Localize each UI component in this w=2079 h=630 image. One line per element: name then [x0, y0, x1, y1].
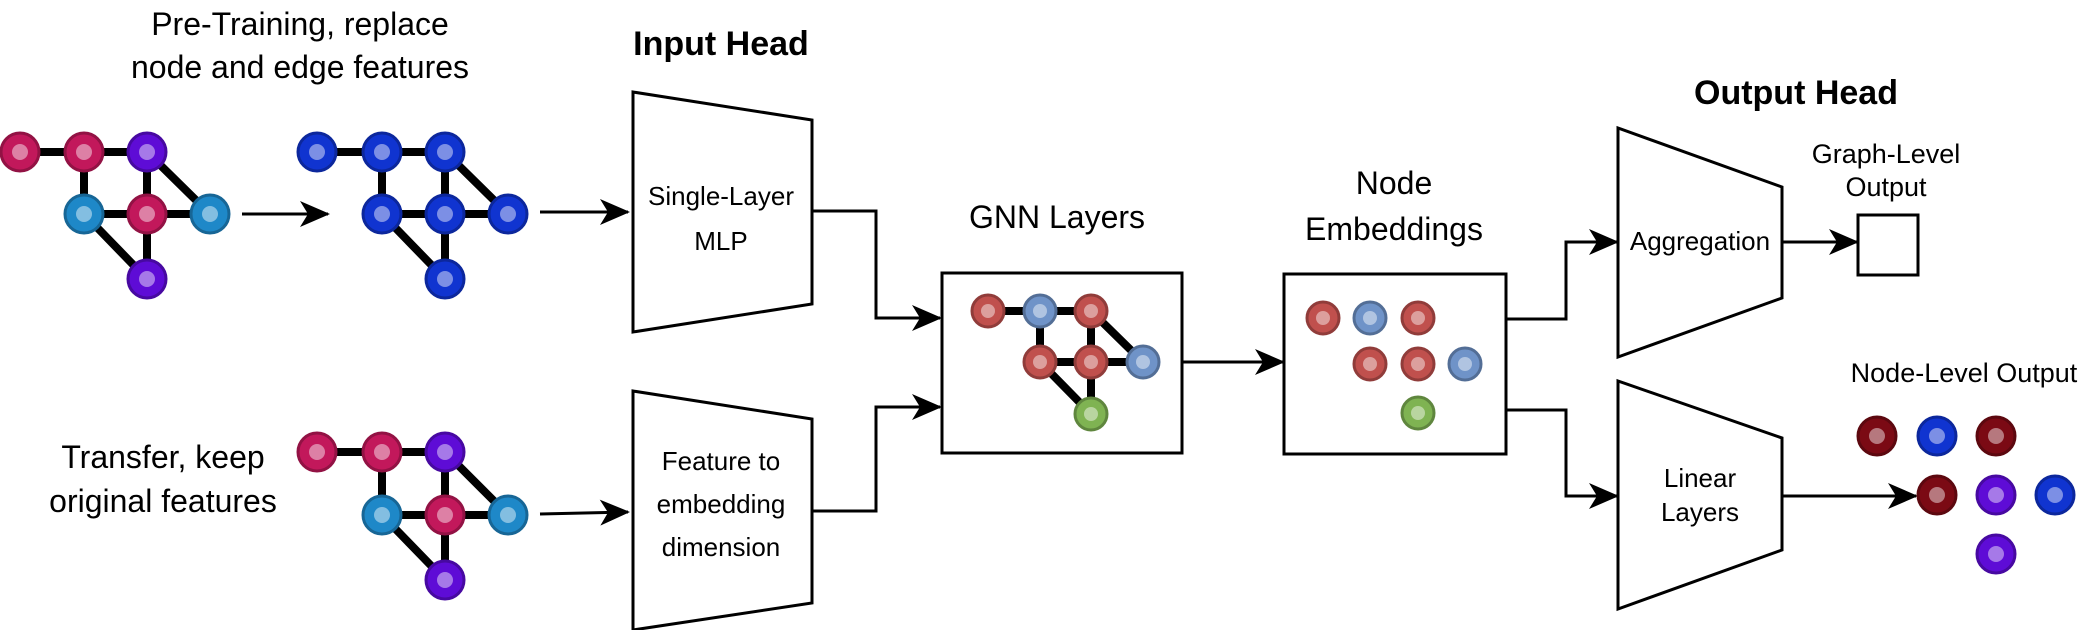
embedding-node [1352, 346, 1388, 382]
graph-output-label-line2: Output [1845, 172, 1927, 202]
gnn-node [1022, 344, 1058, 380]
feat-label-line1: Feature to [662, 446, 781, 476]
gnn-node [1073, 344, 1109, 380]
graph3-node [361, 431, 403, 473]
node-output-node [1916, 474, 1958, 516]
gnn-graph-edges [984, 307, 1147, 418]
graph2-node [487, 193, 529, 235]
node-output-node [1916, 415, 1958, 457]
feat-label-line2: embedding [657, 489, 786, 519]
graph-output-label-line1: Graph-Level [1812, 139, 1961, 169]
graph3-node [424, 431, 466, 473]
graph3-node [424, 559, 466, 601]
graph3-node [361, 494, 403, 536]
gnn-layers-title: GNN Layers [969, 199, 1145, 235]
embedding-node [1400, 395, 1436, 431]
feature-embedding-block [631, 389, 814, 630]
gnn-node [1022, 293, 1058, 329]
output-head-title: Output Head [1694, 74, 1898, 112]
node-output-node [1975, 415, 2017, 457]
graph1-node [0, 131, 41, 173]
graph2-node [296, 131, 338, 173]
embedding-node [1352, 300, 1388, 336]
gnn-node [1125, 344, 1161, 380]
node-embeddings-box [1282, 272, 1508, 456]
linear-label-line2: Layers [1661, 497, 1739, 527]
gnn-node [1073, 396, 1109, 432]
graph2-node [361, 193, 403, 235]
arrow-mlp-to-gnn [812, 209, 942, 331]
mlp-label-line2: MLP [694, 226, 747, 256]
linear-label-line1: Linear [1664, 463, 1737, 493]
graph-transfer-features [313, 448, 512, 584]
graph-original-pretraining [16, 148, 214, 283]
node-output-node [1975, 533, 2017, 575]
transfer-label-line1: Transfer, keep [61, 439, 264, 475]
mlp-block [631, 90, 814, 334]
node-output-node [2034, 474, 2076, 516]
graph3-node [296, 431, 338, 473]
embedding-node [1400, 346, 1436, 382]
graph2-node [424, 131, 466, 173]
graph1-node [126, 193, 168, 235]
graph3-node [424, 494, 466, 536]
node-output-node [1856, 415, 1898, 457]
graph1-node [63, 193, 105, 235]
aggregation-block [1616, 125, 1784, 360]
embedding-node [1400, 300, 1436, 336]
mlp-label-line1: Single-Layer [648, 181, 794, 211]
pretraining-label-line1: Pre-Training, replace [151, 6, 449, 42]
pretraining-label-line2: node and edge features [131, 49, 469, 85]
gnn-layers-box [940, 271, 1184, 455]
arrow-emb-to-linear [1506, 408, 1619, 509]
gnn-node [1073, 293, 1109, 329]
graph-output-box [1856, 213, 1920, 277]
aggregation-label: Aggregation [1630, 226, 1770, 256]
graph2-node [424, 193, 466, 235]
node-embeddings-title-line1: Node [1356, 165, 1433, 201]
gnn-node [970, 293, 1006, 329]
arrow-feat-to-gnn [812, 394, 942, 513]
node-output-node [1975, 474, 2017, 516]
graph1-node [189, 193, 231, 235]
embedding-node [1305, 300, 1341, 336]
node-embeddings-title-line2: Embeddings [1305, 211, 1483, 247]
transfer-label-line2: original features [49, 483, 277, 519]
input-head-title: Input Head [633, 25, 809, 63]
graph-replaced-features [313, 148, 512, 283]
embedding-node [1447, 346, 1483, 382]
arrow-emb-to-aggregation [1506, 229, 1619, 321]
feat-label-line3: dimension [662, 532, 781, 562]
graph2-node [361, 131, 403, 173]
graph3-node [487, 494, 529, 536]
graph1-node [63, 131, 105, 173]
arrow-to-feat [539, 499, 630, 526]
graph1-node [126, 258, 168, 300]
graph2-node [424, 258, 466, 300]
graph1-node [126, 131, 168, 173]
linear-layers-block [1616, 378, 1784, 612]
node-output-label: Node-Level Output [1851, 358, 2078, 388]
